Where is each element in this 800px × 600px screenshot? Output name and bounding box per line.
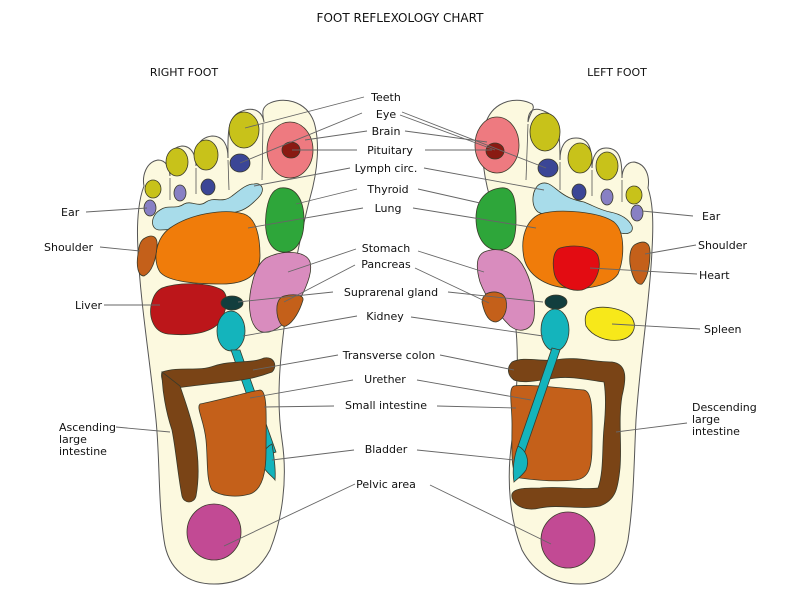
left-teeth-big: [529, 112, 561, 152]
right-pancreas: [276, 294, 304, 327]
right-ascending-colon: [161, 371, 199, 503]
center-labels: Teeth Eye Brain Pituitary Lymph circ. Th…: [342, 91, 438, 491]
label-ascending-1: Ascending: [59, 421, 116, 434]
label-stomach: Stomach: [362, 242, 411, 255]
left-foot: [474, 99, 654, 585]
right-foot: [136, 99, 318, 585]
left-pituitary: [485, 142, 505, 160]
right-side-labels: Ear Shoulder Heart Spleen Descending lar…: [692, 210, 757, 438]
leader-lines: [85, 96, 701, 547]
label-thyroid: Thyroid: [366, 183, 408, 196]
left-shoulder: [629, 241, 651, 285]
label-shoulder-left-foot: Shoulder: [698, 239, 747, 252]
right-teeth-big: [228, 111, 260, 149]
right-suprarenal: [220, 295, 244, 311]
left-pelvic: [540, 511, 596, 569]
right-teeth-4: [144, 179, 162, 199]
chart-title: FOOT REFLEXOLOGY CHART: [317, 11, 485, 25]
label-small-intestine: Small intestine: [345, 399, 427, 412]
label-ascending-3: intestine: [59, 445, 107, 458]
label-ear-left-foot: Ear: [702, 210, 721, 223]
label-heart: Heart: [699, 269, 730, 282]
left-pancreas: [481, 291, 507, 323]
label-suprarenal-gland: Suprarenal gland: [344, 286, 438, 299]
right-eye-2: [200, 178, 216, 196]
label-liver: Liver: [75, 299, 102, 312]
right-pelvic: [186, 503, 242, 561]
right-lung: [155, 211, 261, 285]
label-descending-3: intestine: [692, 425, 740, 438]
label-spleen: Spleen: [704, 323, 742, 336]
left-bladder: [512, 445, 528, 483]
right-small-intestine: [198, 389, 267, 497]
right-foot-heading: RIGHT FOOT: [150, 66, 219, 79]
label-ear-right-foot: Ear: [61, 206, 80, 219]
left-spleen: [584, 306, 635, 341]
left-descending-colon: [508, 358, 626, 510]
right-kidney: [216, 310, 246, 352]
label-urether: Urether: [364, 373, 406, 386]
label-lymph-circ: Lymph circ.: [355, 162, 418, 175]
right-teeth-2: [193, 139, 219, 171]
label-pituitary: Pituitary: [367, 144, 413, 157]
left-foot-outline: [482, 99, 654, 585]
right-ear-1: [173, 184, 187, 202]
right-thyroid: [265, 187, 305, 253]
right-shoulder: [136, 235, 158, 277]
left-foot-heading: LEFT FOOT: [587, 66, 647, 79]
left-heart: [552, 245, 600, 291]
label-bladder: Bladder: [365, 443, 408, 456]
left-eye-1: [537, 158, 559, 178]
label-teeth: Teeth: [370, 91, 401, 104]
left-teeth-3: [595, 151, 619, 181]
left-kidney: [540, 308, 570, 352]
label-descending-2: large: [692, 413, 720, 426]
label-lung: Lung: [375, 202, 402, 215]
label-eye: Eye: [376, 108, 396, 121]
label-transverse-colon: Transverse colon: [342, 349, 435, 362]
label-kidney: Kidney: [366, 310, 404, 323]
left-side-labels: Ear Shoulder Liver Ascending large intes…: [44, 206, 116, 458]
left-ear-1: [600, 188, 614, 206]
left-eye-2: [571, 183, 587, 201]
label-ascending-2: large: [59, 433, 87, 446]
label-brain: Brain: [372, 125, 401, 138]
left-teeth-2: [567, 142, 593, 174]
right-teeth-3: [165, 147, 189, 177]
label-pancreas: Pancreas: [361, 258, 411, 271]
left-suprarenal: [544, 294, 568, 310]
label-shoulder-right-foot: Shoulder: [44, 241, 93, 254]
left-teeth-4: [625, 185, 643, 205]
label-descending-1: Descending: [692, 401, 757, 414]
right-liver: [150, 283, 227, 336]
label-pelvic-area: Pelvic area: [356, 478, 416, 491]
left-ear-2: [630, 204, 644, 222]
left-stomach: [476, 249, 535, 331]
